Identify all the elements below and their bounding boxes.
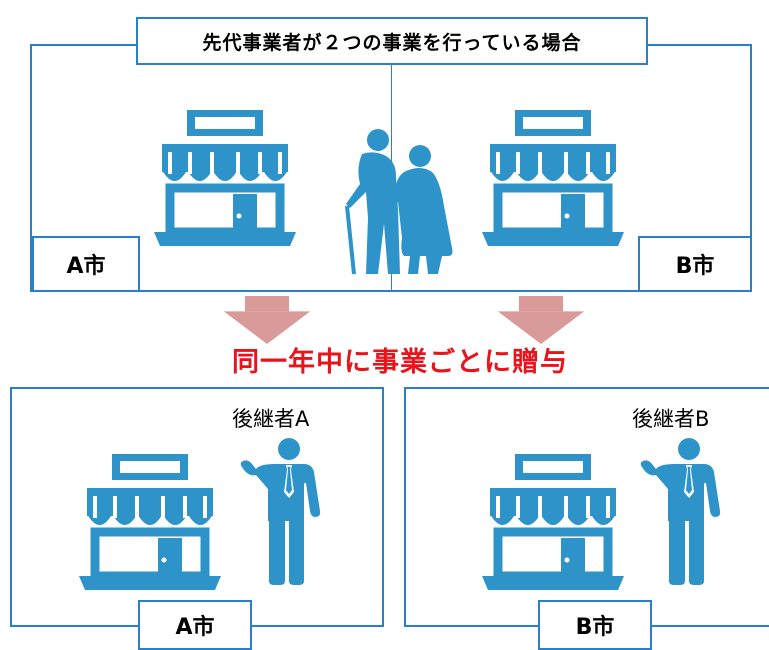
arrow-down-icon <box>222 296 312 344</box>
store-icon <box>150 108 300 248</box>
elderly-couple-icon <box>330 128 470 278</box>
store-icon <box>478 108 628 248</box>
gift-headline: 同一年中に事業ごとに贈与 <box>232 347 568 378</box>
city-label-a: A市 <box>32 236 140 292</box>
businessman-icon <box>634 437 734 587</box>
store-icon <box>478 452 628 592</box>
businessman-icon <box>234 437 334 587</box>
successor-a-name: 後継者A <box>232 407 310 431</box>
store-icon <box>75 452 225 592</box>
city-label-b: B市 <box>638 236 752 292</box>
arrow-down-icon <box>496 296 586 344</box>
scenario-title: 先代事業者が２つの事業を行っている場合 <box>136 17 648 65</box>
city-label-b-bottom: B市 <box>538 600 652 650</box>
successor-b-name: 後継者B <box>632 407 710 431</box>
city-label-a-bottom: A市 <box>138 600 252 650</box>
